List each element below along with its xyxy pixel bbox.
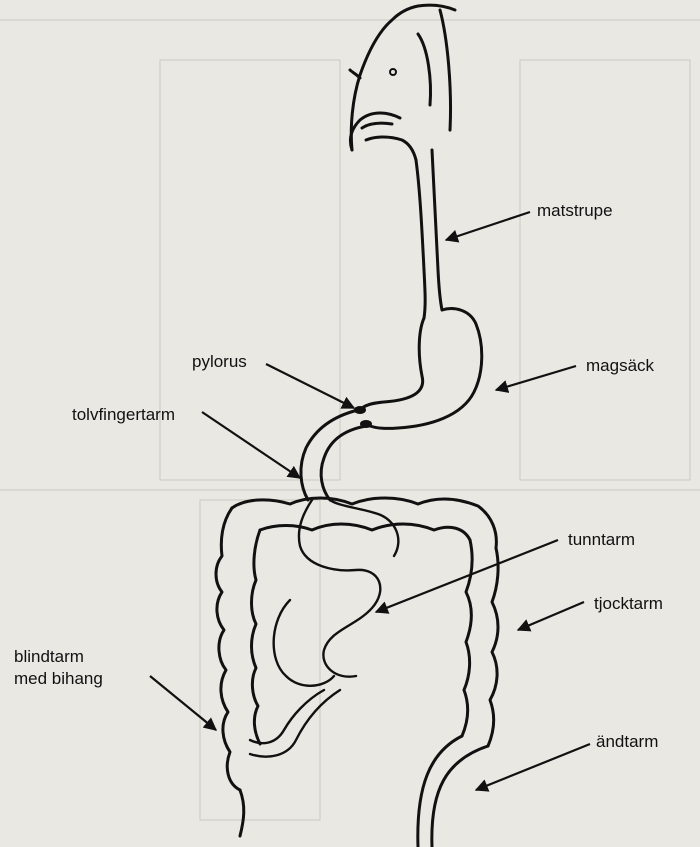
labels: matstrupe magsäck pylorus tolvfingertarm… bbox=[14, 201, 663, 751]
arrow-matstrupe bbox=[446, 212, 530, 240]
large-intestine bbox=[216, 498, 498, 790]
arrow-blindtarm bbox=[150, 676, 216, 730]
label-matstrupe: matstrupe bbox=[537, 201, 613, 220]
label-tjocktarm: tjocktarm bbox=[594, 594, 663, 613]
stomach bbox=[360, 309, 482, 429]
head-outline bbox=[350, 5, 455, 160]
arrow-tolvfingertarm bbox=[202, 412, 300, 478]
label-blindtarm-line1: blindtarm bbox=[14, 647, 84, 666]
label-tolvfingertarm: tolvfingertarm bbox=[72, 405, 175, 424]
leader-arrows bbox=[150, 212, 590, 790]
label-pylorus: pylorus bbox=[192, 352, 247, 371]
label-blindtarm-line2: med bihang bbox=[14, 669, 103, 688]
rectum bbox=[418, 736, 488, 847]
label-tunntarm: tunntarm bbox=[568, 530, 635, 549]
appendix bbox=[240, 790, 244, 836]
small-intestine bbox=[250, 500, 398, 757]
arrow-tjocktarm bbox=[518, 602, 584, 630]
arrow-andtarm bbox=[476, 744, 590, 790]
duodenum bbox=[301, 410, 366, 500]
arrow-tunntarm bbox=[376, 540, 558, 612]
label-andtarm: ändtarm bbox=[596, 732, 658, 751]
label-magsack: magsäck bbox=[586, 356, 655, 375]
arrow-pylorus bbox=[266, 364, 354, 408]
arrow-magsack bbox=[496, 366, 576, 390]
esophagus bbox=[416, 150, 442, 318]
